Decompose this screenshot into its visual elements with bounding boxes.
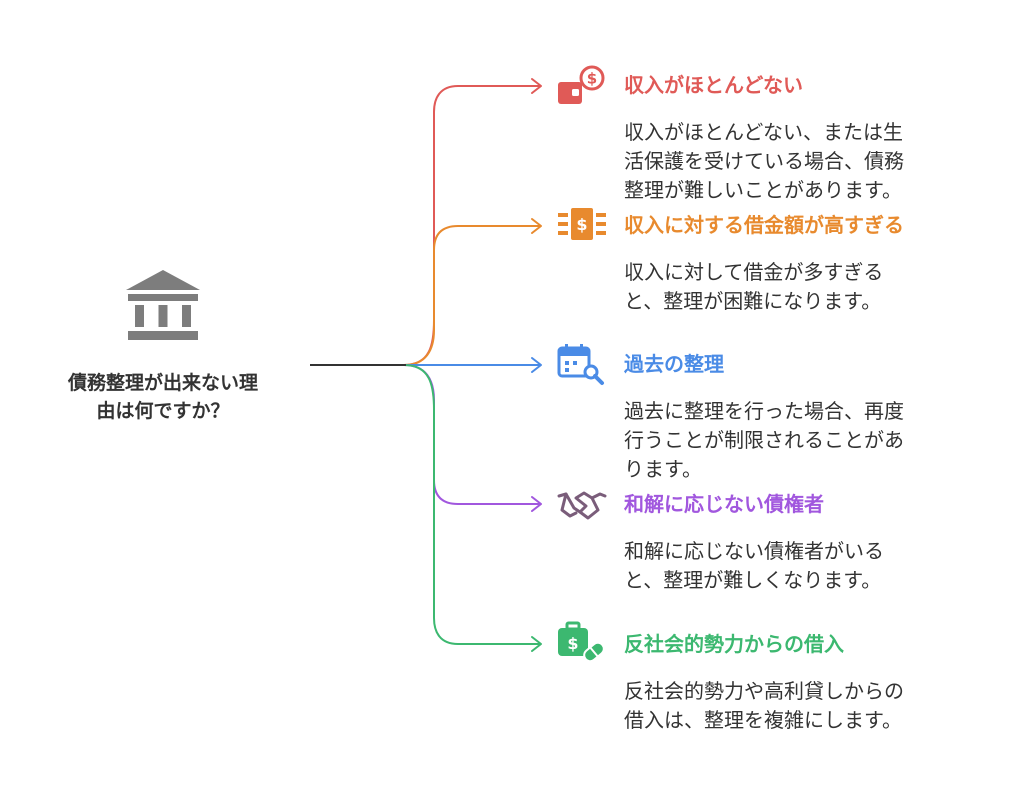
bank-building-icon	[126, 270, 200, 340]
handshake-icon	[557, 491, 607, 520]
svg-text:$: $	[576, 215, 587, 234]
calendar-search-icon	[557, 344, 604, 385]
arrow-1	[531, 78, 542, 94]
arrow-5	[531, 636, 542, 652]
branch-5-desc-line-1: 反社会的勢力や高利貸しからの	[624, 679, 904, 703]
arrow-2	[531, 218, 542, 234]
branch-3-title: 過去の整理	[624, 352, 724, 376]
branch-3-desc-line-1: 過去に整理を行った場合、再度	[624, 399, 904, 423]
money-stack-icon: $	[558, 208, 606, 240]
root-title: 債務整理が出来ない理 由は何ですか？	[28, 369, 298, 425]
branch-1-description: 収入がほとんどない、または生 活保護を受けている場合、債務 整理が難しいことがあ…	[624, 118, 1004, 205]
branch-1-desc-line-2: 活保護を受けている場合、債務	[624, 149, 904, 173]
connector-line-2	[403, 225, 540, 366]
connector-line-5	[403, 364, 540, 645]
branch-2-desc-line-2: と、整理が困難になります。	[624, 289, 882, 313]
branch-4-desc-line-1: 和解に応じない債権者がいる	[624, 539, 884, 563]
svg-text:$: $	[587, 70, 597, 88]
branch-3-desc-line-2: 行うことが制限されることがあ	[624, 428, 904, 452]
branch-1-title: 収入がほとんどない	[624, 73, 803, 97]
svg-text:$: $	[567, 634, 578, 653]
arrow-4	[531, 496, 542, 512]
connector-line-4	[403, 364, 540, 505]
briefcase-pill-icon: $	[558, 621, 605, 663]
branch-4-desc-line-2: と、整理が難しくなります。	[624, 568, 882, 592]
branch-2-title: 収入に対する借金額が高すぎる	[624, 213, 904, 237]
branch-3-description: 過去に整理を行った場合、再度 行うことが制限されることがあ ります。	[624, 397, 1004, 484]
branch-5-title: 反社会的勢力からの借入	[624, 632, 844, 656]
branch-5-description: 反社会的勢力や高利貸しからの 借入は、整理を複雑にします。	[624, 677, 1004, 735]
branch-2-description: 収入に対して借金が多すぎる と、整理が困難になります。	[624, 258, 1004, 316]
root-title-line-2: 由は何ですか？	[96, 400, 230, 422]
branch-5-desc-line-2: 借入は、整理を複雑にします。	[624, 708, 902, 732]
branch-1-desc-line-3: 整理が難しいことがあります。	[624, 178, 902, 202]
branch-4-description: 和解に応じない債権者がいる と、整理が難しくなります。	[624, 537, 1004, 595]
branch-4-title: 和解に応じない債権者	[624, 492, 824, 516]
branch-2-desc-line-1: 収入に対して借金が多すぎる	[624, 260, 884, 284]
branch-1-desc-line-1: 収入がほとんどない、または生	[624, 120, 903, 144]
arrow-3	[531, 357, 542, 373]
root-title-line-1: 債務整理が出来ない理	[67, 372, 258, 394]
wallet-dollar-icon: $	[558, 65, 605, 104]
branch-3-desc-line-3: ります。	[624, 457, 702, 481]
